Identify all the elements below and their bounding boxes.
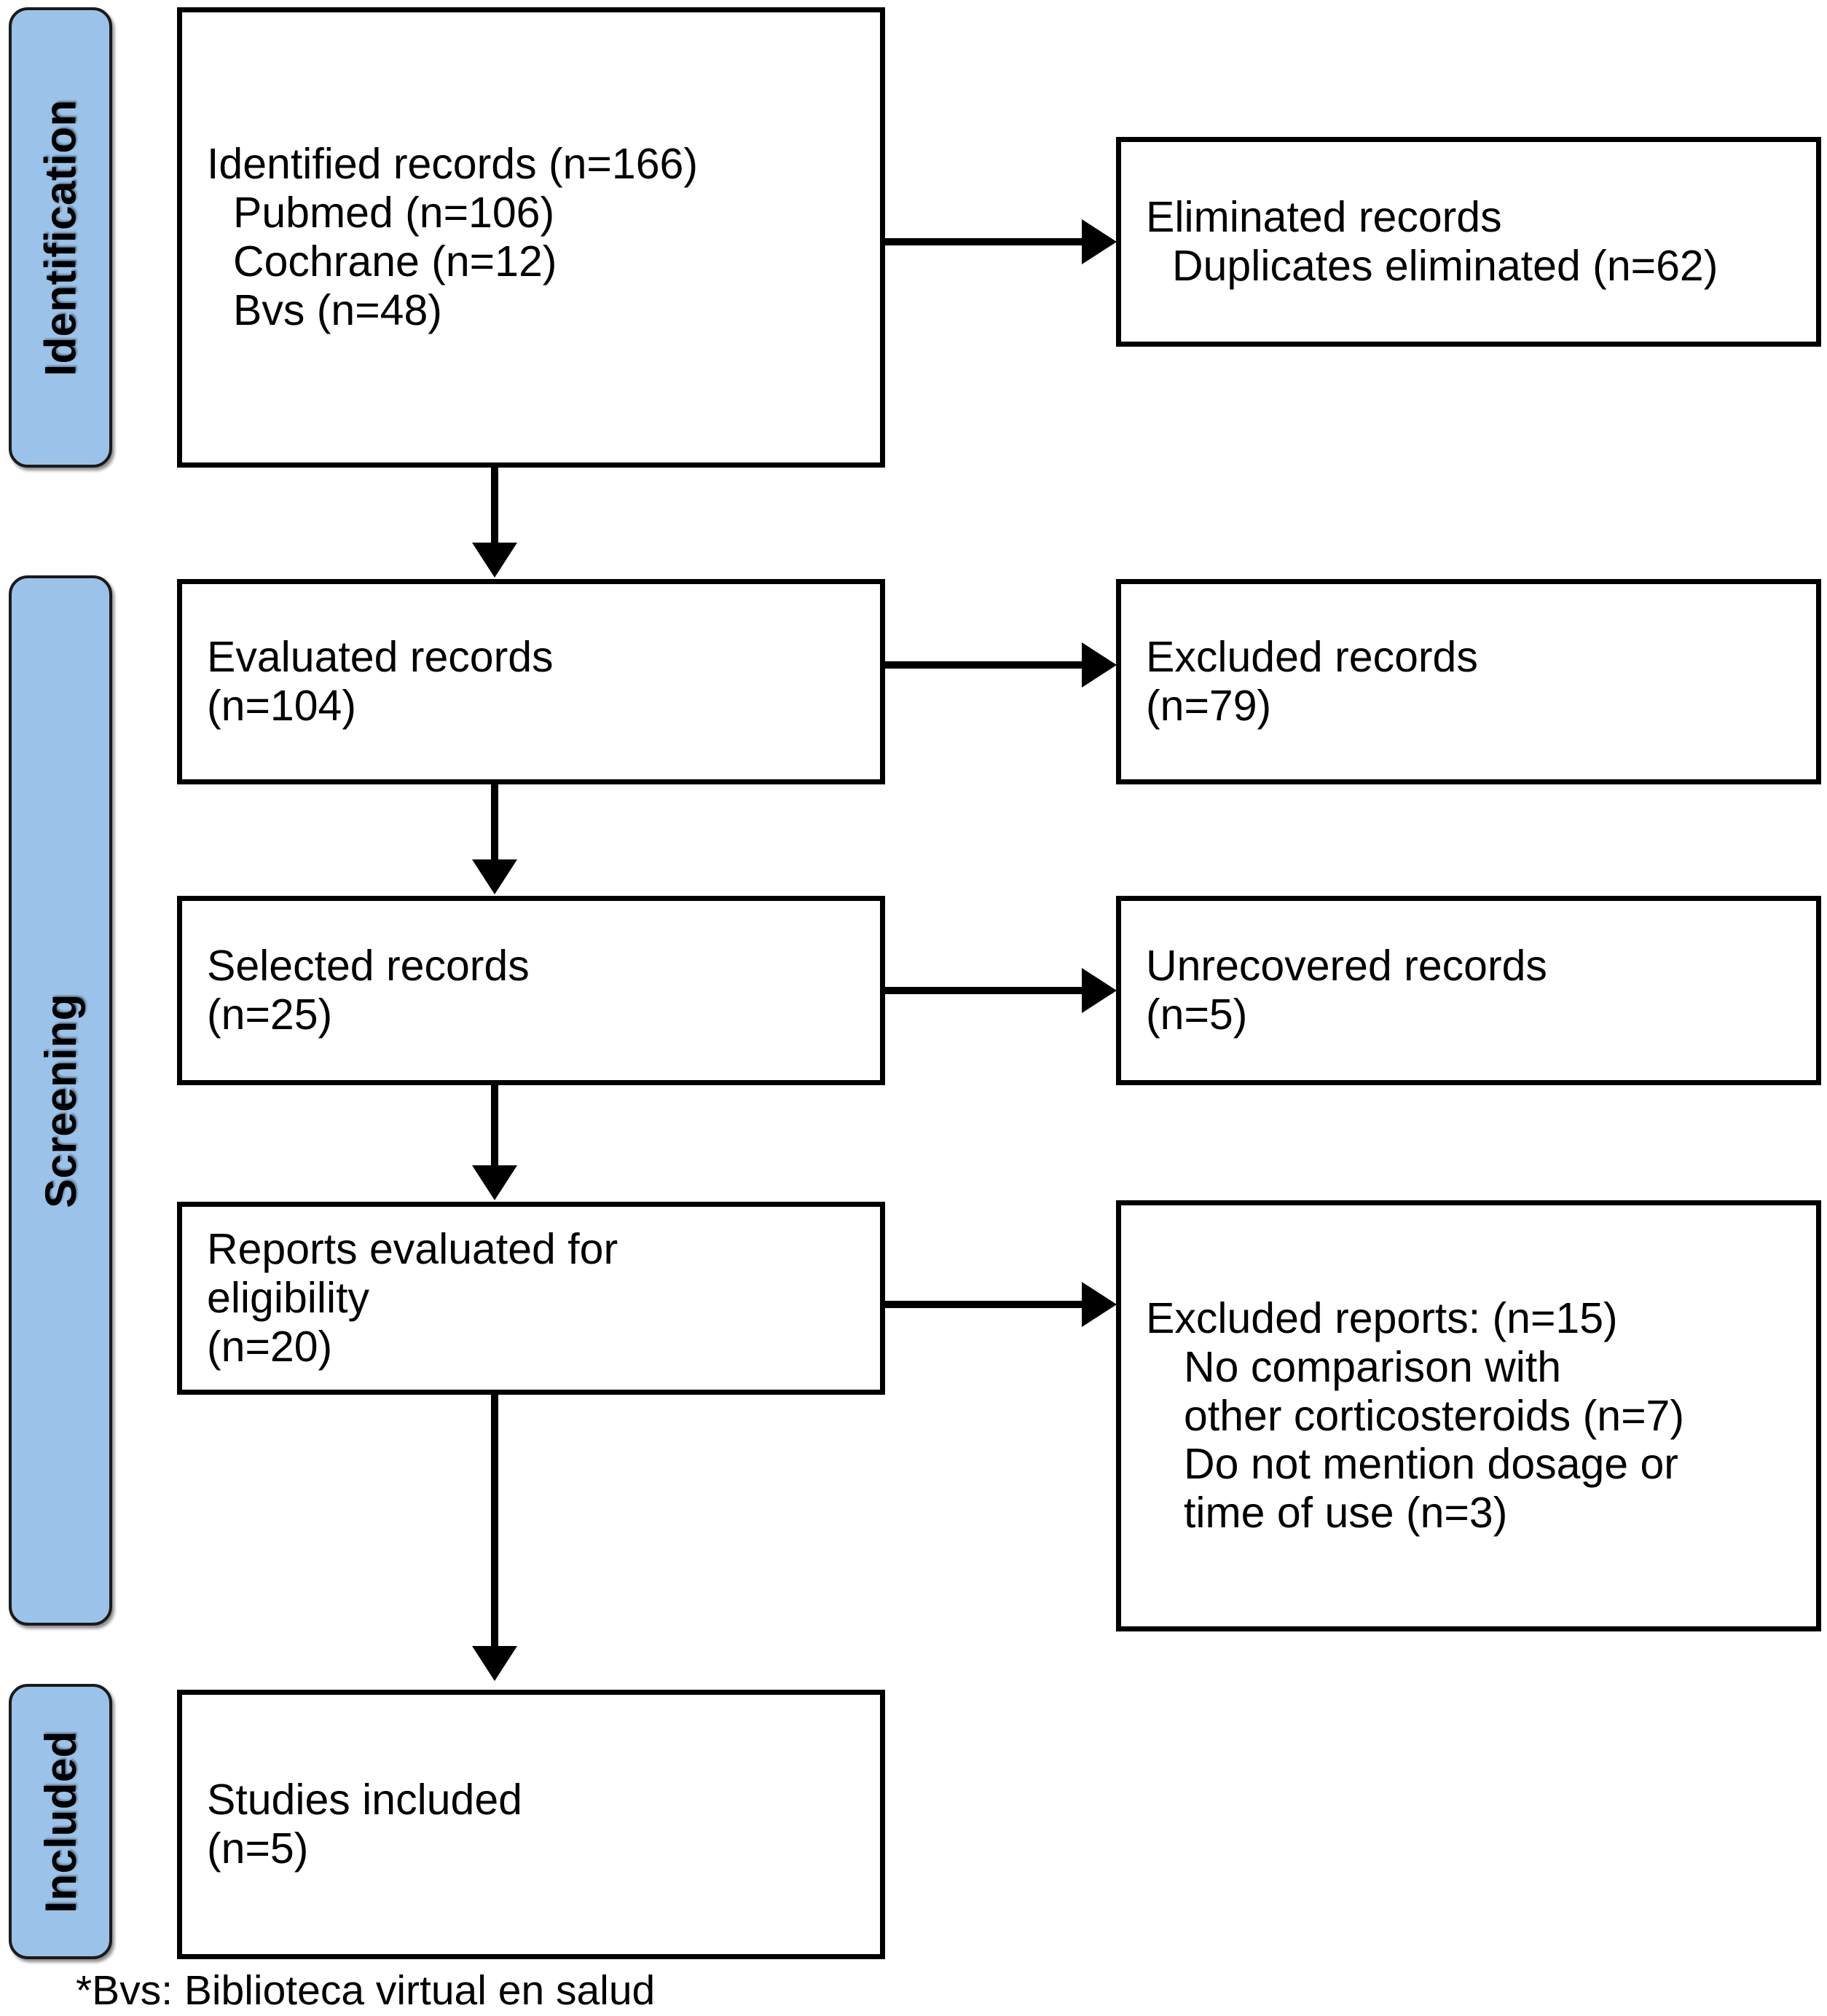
box-studies-included: Studies included (n=5): [177, 1690, 885, 1959]
eliminated-records-line-2: Duplicates eliminated (n=62): [1172, 242, 1718, 290]
stage-label-included: Included: [36, 1730, 85, 1913]
evaluated-records-line-1: Evaluated records: [207, 633, 554, 682]
box-evaluated-records: Evaluated records (n=104): [177, 579, 885, 784]
connector-evaluated-to-selected: [491, 784, 498, 865]
stage-label-screening: Screening: [36, 993, 85, 1208]
unrecovered-records-line-2: (n=5): [1146, 991, 1248, 1039]
box-unrecovered-records: Unrecovered records (n=5): [1116, 896, 1821, 1085]
stage-bar-identification: Identification: [9, 7, 112, 468]
box-reports-evaluated: Reports evaluated for eligibility (n=20): [177, 1202, 885, 1395]
arrowhead-selected-to-unrecovered: [1082, 968, 1117, 1013]
eliminated-records-line-1: Eliminated records: [1146, 193, 1502, 242]
identified-records-line-4: Bvs (n=48): [233, 286, 442, 334]
excluded-reports-line-5: time of use (n=3): [1184, 1489, 1508, 1537]
arrowhead-identified-to-evaluated: [472, 543, 517, 578]
arrowhead-reports-to-studies: [472, 1646, 517, 1681]
excluded-reports-line-3: other corticosteroids (n=7): [1184, 1391, 1684, 1440]
reports-evaluated-line-1: Reports evaluated for: [207, 1225, 618, 1274]
arrowhead-selected-to-reports: [472, 1165, 517, 1200]
box-identified-records: Identified records (n=166) Pubmed (n=106…: [177, 7, 885, 468]
connector-identified-to-evaluated: [491, 468, 498, 548]
arrowhead-reports-to-excluded-reports: [1082, 1282, 1117, 1327]
excluded-reports-line-1: Excluded reports: (n=15): [1146, 1294, 1618, 1342]
studies-included-line-2: (n=5): [207, 1824, 309, 1873]
reports-evaluated-line-2: eligibility: [207, 1274, 369, 1323]
evaluated-records-line-2: (n=104): [207, 682, 357, 730]
connector-reports-to-excluded-reports: [885, 1301, 1088, 1308]
box-excluded-reports: Excluded reports: (n=15) No comparison w…: [1116, 1200, 1821, 1631]
stage-label-identification: Identification: [36, 98, 85, 377]
identified-records-line-2: Pubmed (n=106): [233, 189, 555, 237]
connector-selected-to-unrecovered: [885, 987, 1088, 994]
identified-records-line-1: Identified records (n=166): [207, 140, 698, 189]
identified-records-line-3: Cochrane (n=12): [233, 237, 557, 286]
box-excluded-records: Excluded records (n=79): [1116, 579, 1821, 784]
reports-evaluated-line-3: (n=20): [207, 1322, 333, 1371]
connector-evaluated-to-excluded: [885, 661, 1088, 669]
stage-bar-screening: Screening: [9, 575, 112, 1626]
arrowhead-identified-to-eliminated: [1082, 219, 1117, 264]
unrecovered-records-line-1: Unrecovered records: [1146, 942, 1547, 991]
connector-selected-to-reports: [491, 1085, 498, 1171]
excluded-reports-line-2: No comparison with: [1184, 1342, 1562, 1391]
stage-bar-included: Included: [9, 1684, 112, 1959]
selected-records-line-1: Selected records: [207, 942, 530, 991]
connector-reports-to-studies: [491, 1395, 498, 1651]
selected-records-line-2: (n=25): [207, 991, 333, 1039]
footnote-bvs: *Bvs: Biblioteca virtual en salud: [76, 1967, 656, 2014]
excluded-records-line-1: Excluded records: [1146, 633, 1478, 682]
studies-included-line-1: Studies included: [207, 1776, 522, 1824]
arrowhead-evaluated-to-selected: [472, 859, 517, 894]
box-eliminated-records: Eliminated records Duplicates eliminated…: [1116, 137, 1821, 347]
arrowhead-evaluated-to-excluded: [1082, 642, 1117, 688]
excluded-reports-line-4: Do not mention dosage or: [1184, 1440, 1678, 1489]
connector-identified-to-eliminated: [885, 238, 1088, 245]
box-selected-records: Selected records (n=25): [177, 896, 885, 1085]
excluded-records-line-2: (n=79): [1146, 682, 1272, 730]
